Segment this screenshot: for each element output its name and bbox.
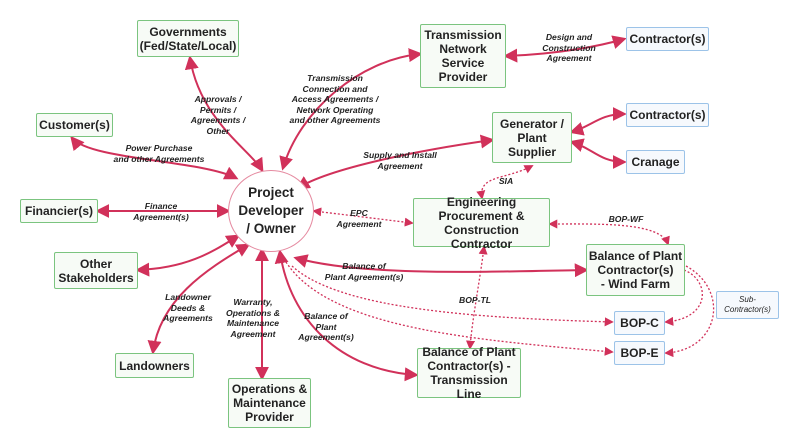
node-om-provider: Operations & Maintenance Provider [228,378,311,428]
node-generator: Generator / Plant Supplier [492,112,572,163]
link-bop-tl [274,249,419,382]
node-contractor-top: Contractor(s) [626,27,709,51]
label-transmission-agreements: Transmission Connection and Access Agree… [289,73,381,125]
link-tnsp [279,48,423,171]
label-finance: Finance Agreement(s) [133,201,189,222]
node-customers: Customer(s) [36,113,113,137]
node-bop-wind: Balance of Plant Contractor(s) - Wind Fa… [586,244,685,296]
link-bop-tl-dotted [465,245,488,350]
node-project-developer: Project Developer / Owner [228,170,314,252]
link-other-stakeholders [135,234,241,277]
node-tnsp: Transmission Network Service Provider [420,24,506,88]
label-landowner-deeds: Landowner Deeds & Agreements [163,292,213,323]
node-governments: Governments (Fed/State/Local) [137,20,239,57]
link-contractor-top [503,35,627,63]
link-landowners [147,243,251,355]
node-bop-c: BOP-C [614,311,665,335]
node-cranage: Cranage [626,150,685,174]
link-bop-wf [548,219,670,246]
label-sia: SIA [498,176,514,186]
node-other-stakeholders: Other Stakeholders [54,252,138,289]
label-epc-agreement: EPC Agreement [336,208,382,229]
node-bop-e: BOP-E [614,341,665,365]
node-contractor-gen: Contractor(s) [626,103,709,127]
label-bop-wf: BOP-WF [608,214,644,224]
label-bop-tl: BOP-TL [459,295,491,305]
link-contractor-gen [569,107,627,136]
label-bop-agreement2: Balance of Plant Agreement(s) [298,311,354,342]
link-sub-bop-c [664,269,703,326]
label-warranty: Warranty, Operations & Maintenance Agree… [226,297,280,339]
node-bop-tl: Balance of Plant Contractor(s) - Transmi… [417,345,521,401]
node-sub-contractors: Sub- Contractor(s) [716,291,779,319]
link-bop-e [285,261,614,356]
node-epc: Engineering Procurement & Construction C… [413,195,550,251]
link-epc [312,207,414,227]
link-sub-bop-e [664,265,715,358]
node-landowners: Landowners [115,353,194,378]
link-governments [184,55,264,173]
link-cranage [569,138,627,169]
label-approvals: Approvals / Permits / Agreements / Other [190,94,246,136]
link-sia [476,165,534,200]
label-supply-install: Supply and Install Agreement [363,150,437,171]
link-generator [295,134,495,190]
link-customers [70,135,239,180]
label-power-purchase: Power Purchase and other Agreements [113,143,205,164]
link-bop-c [291,265,614,327]
label-design-construction: Design and Construction Agreement [542,32,596,63]
node-financiers: Financier(s) [20,199,98,223]
label-bop-agreement: Balance of Plant Agreement(s) [324,261,404,282]
